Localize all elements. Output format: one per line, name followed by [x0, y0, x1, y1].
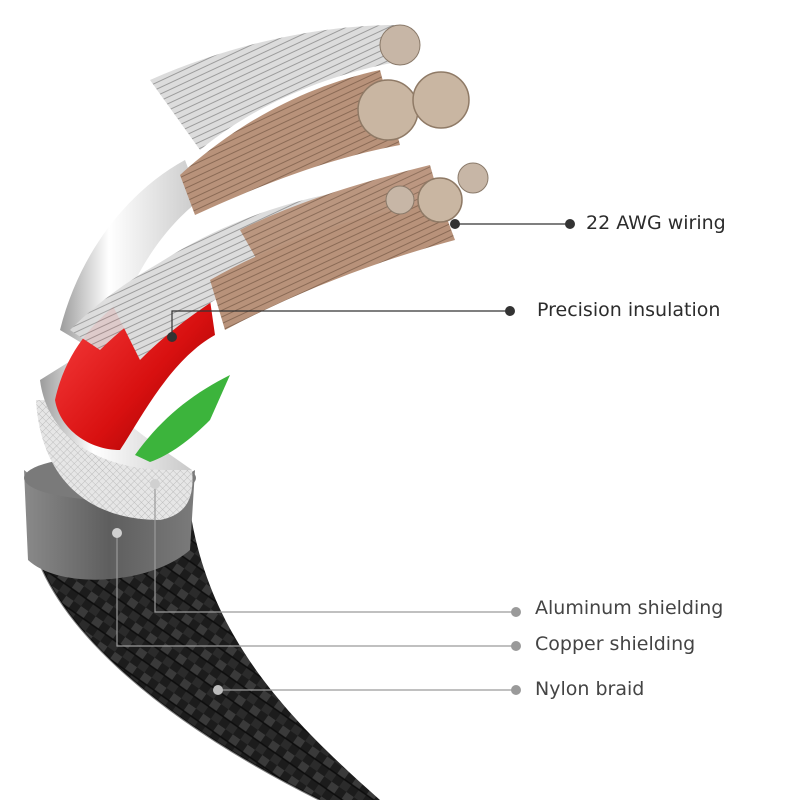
leader-wiring [450, 219, 575, 229]
label-22-awg-wiring: 22 AWG wiring [586, 212, 726, 234]
green-insulation [135, 375, 230, 462]
label-aluminum-shielding: Aluminum shielding [535, 597, 724, 619]
leader-nylon [213, 685, 521, 695]
strand-end-caps [357, 24, 489, 223]
leader-copper [112, 528, 521, 651]
leader-insulation [167, 306, 515, 342]
leader-aluminum [150, 479, 521, 617]
label-copper-shielding: Copper shielding [535, 633, 696, 655]
label-nylon-braid: Nylon braid [535, 678, 645, 700]
label-precision-insulation: Precision insulation [537, 299, 721, 321]
